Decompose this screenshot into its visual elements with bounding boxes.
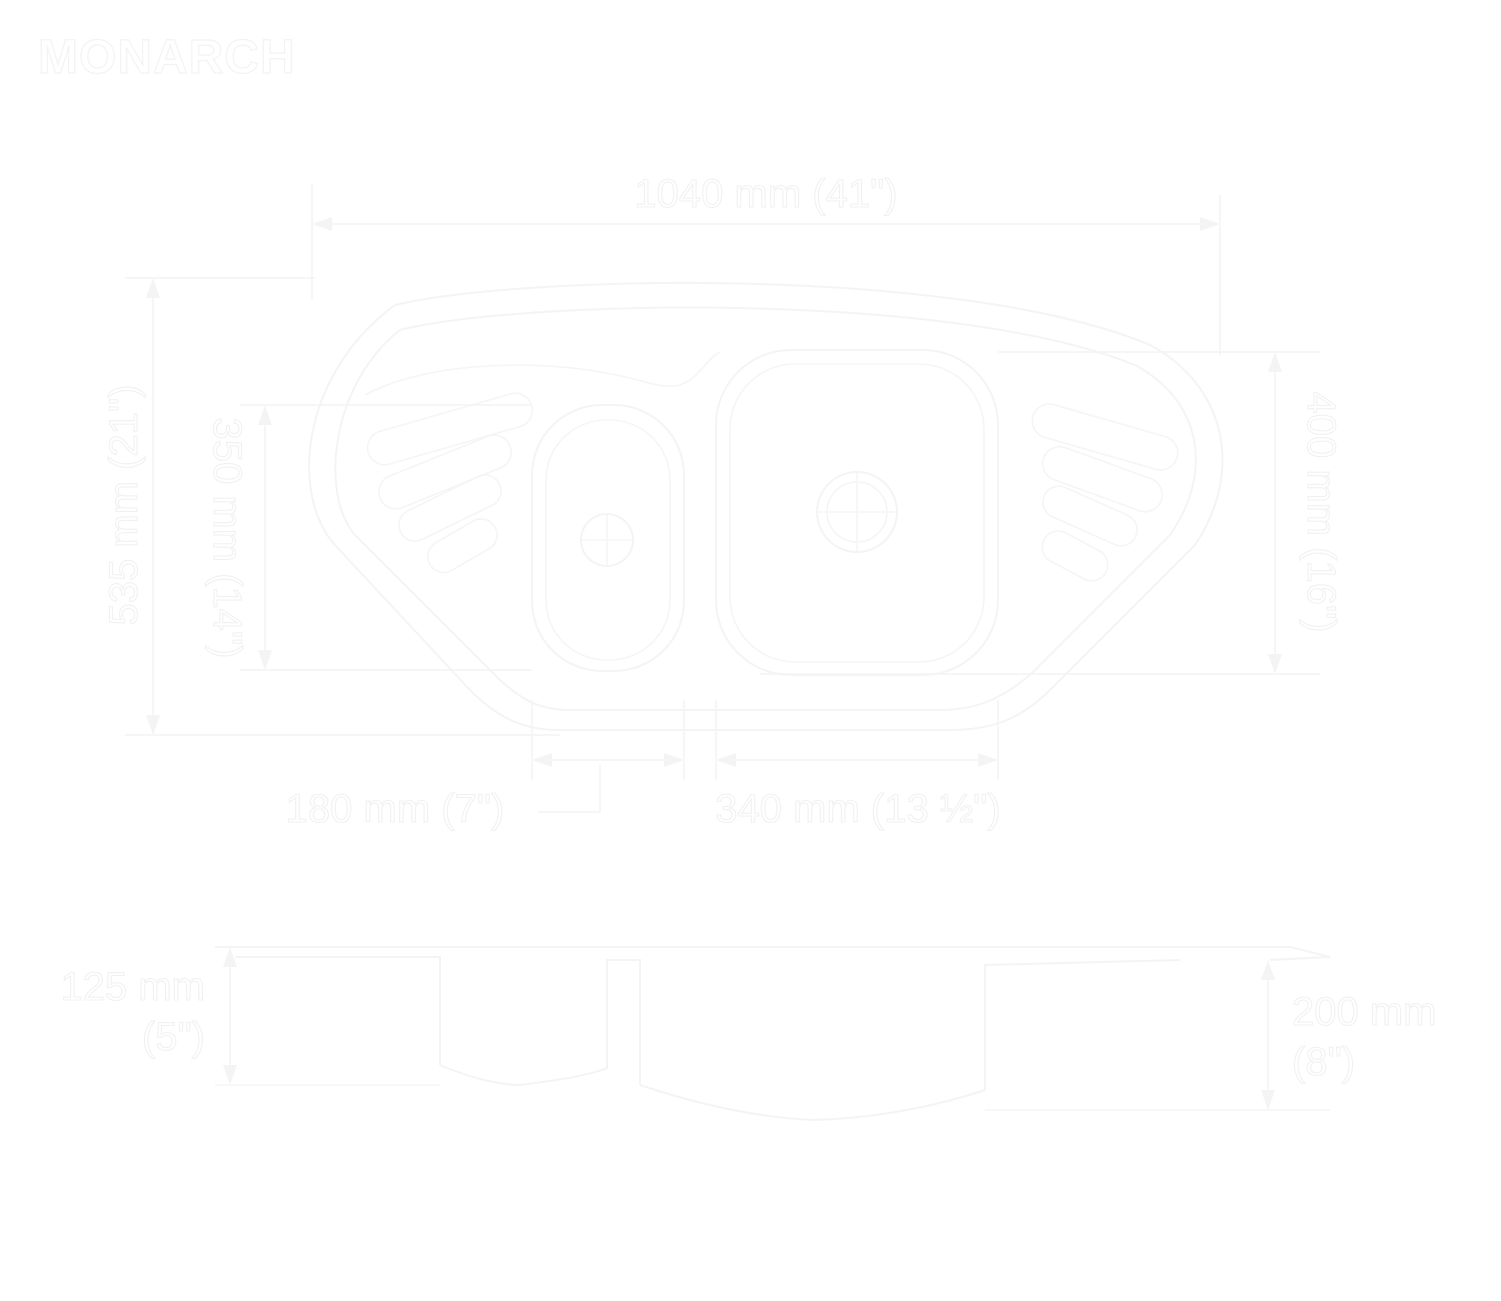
- side-right-bowl: [639, 959, 1181, 1122]
- sink-outer-rim: [308, 281, 1224, 731]
- drainer-outline-left: [364, 351, 721, 396]
- dim-right-bowl-width: [715, 700, 999, 780]
- dim-overall-width-label: 1040 mm (41"): [634, 172, 897, 216]
- dim-overall-width: [311, 185, 1221, 355]
- right-bowl: [715, 349, 999, 676]
- dim-left-bowl-width: [531, 700, 685, 813]
- side-left-bowl: [439, 959, 641, 1087]
- dim-left-bowl-height-label-2: (5"): [142, 1015, 205, 1059]
- top-view: 1040 mm (41") 535 mm (21") 350 mm (14"): [101, 171, 1343, 831]
- right-drain: [816, 471, 898, 553]
- right-bowl-inner: [729, 363, 985, 663]
- drainer-ribs-right: [1031, 403, 1179, 582]
- dim-left-bowl-width-label: 180 mm (7"): [286, 787, 505, 831]
- dim-left-bowl-height-label-1: 125 mm: [61, 965, 206, 1009]
- brand-logo: MONARCH: [37, 31, 296, 84]
- left-drain: [580, 513, 634, 567]
- dim-right-bowl-depth: [760, 351, 1320, 675]
- dim-right-bowl-width-label: 340 mm (13 ½"): [715, 787, 1000, 831]
- left-bowl: [531, 404, 685, 672]
- dim-right-bowl-height-label-1: 200 mm: [1292, 990, 1437, 1034]
- drainer-ribs-left: [366, 392, 534, 574]
- side-view: 125 mm (5") 200 mm (8"): [60, 946, 1437, 1122]
- dim-overall-depth-label: 535 mm (21"): [102, 385, 146, 626]
- dim-right-bowl-height-label-2: (8"): [1292, 1040, 1355, 1084]
- side-deck: [215, 946, 1331, 961]
- dim-right-bowl-height: [1261, 960, 1275, 1110]
- side-left-drainer: [235, 956, 441, 1065]
- dim-right-bowl-depth-label: 400 mm (16"): [1299, 392, 1343, 633]
- dim-left-bowl-depth-label: 350 mm (14"): [205, 418, 249, 659]
- sink-inner-rim: [334, 306, 1197, 711]
- dim-left-bowl-depth: [240, 404, 532, 671]
- dim-left-bowl-height: [223, 947, 237, 1085]
- left-bowl-inner: [545, 419, 671, 661]
- dim-overall-depth: [125, 277, 560, 736]
